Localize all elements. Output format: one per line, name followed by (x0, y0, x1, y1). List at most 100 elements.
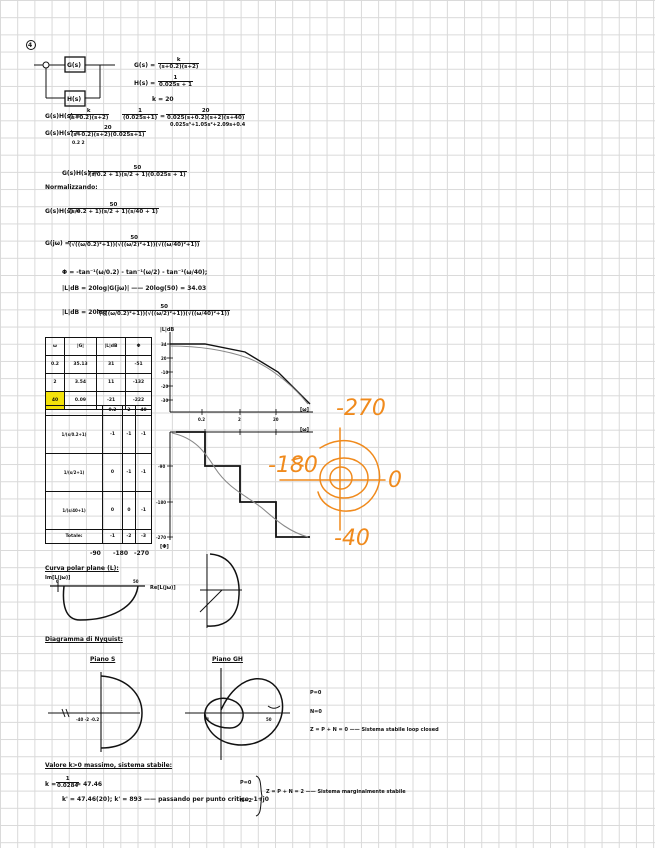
cell: 3.54 (63, 373, 98, 392)
block-diagram (34, 56, 115, 107)
slope-label-1: -90 (90, 550, 101, 557)
gh-frac-1: k(s+0.2)(s+2) (68, 108, 110, 121)
th-freq-2: 2 (121, 405, 137, 416)
ghn-lhs: G(s)H(s) = (45, 208, 81, 215)
block-g-label: G(s) (67, 62, 81, 69)
bode-phase-plot (167, 429, 313, 540)
cell: 1/(s/40+1) (44, 491, 104, 530)
gh2-lhs: G(s)H(s) = (45, 130, 81, 137)
ghn-den: (s/0.2 + 1)(s/2 + 1)(s/40 + 1) (69, 209, 158, 215)
polar-ylabel: Im[L(jω)] (45, 575, 71, 581)
ghn-num: 50 (68, 202, 159, 209)
g-def-den: (s+0.2)(s+2) (159, 64, 199, 70)
gh2-frac: 20(s+0.2)(s+2)(0.025s+1) (70, 125, 146, 138)
problem-number-circle (26, 40, 36, 50)
cell: -1 (121, 415, 137, 454)
phase-asymptote (176, 431, 310, 538)
nyquist-gh-plane (185, 668, 290, 760)
ghjw-lhs: G(jω) = (45, 240, 70, 247)
g-def-frac: k(s+0.2)(s+2) (158, 57, 200, 70)
slope-table-header: 0.2 2 40 (44, 405, 152, 416)
cell: 0.2 (45, 355, 65, 374)
cell: 1/(s/2+1) (44, 453, 104, 492)
notes-n: N=2 (240, 798, 252, 804)
phase-formula: Φ = -tan⁻¹(ω/0.2) - tan⁻¹(ω/2) - tan⁻¹(ω… (62, 269, 208, 276)
cell: -3 (135, 529, 152, 544)
magnitude-asymptote (170, 343, 311, 405)
cell: 31 (96, 355, 127, 374)
magdb2-lhs: |L|dB = 20log (62, 309, 108, 316)
gh-f1-num: k (68, 108, 110, 115)
nyquist-s-plane (48, 672, 143, 752)
ghjw-den: (√((ω/0.2)²+1))(√((ω/2)²+1))(√((ω/40)²+1… (69, 242, 200, 248)
phase-real-curve (171, 432, 309, 538)
total-label: Totale: (44, 529, 104, 544)
nyquist-n: N=0 (310, 709, 322, 715)
orange-note-bottom: -40 (334, 526, 370, 551)
th-phi: Φ (125, 337, 152, 356)
bode-magnitude-plot (167, 332, 313, 415)
cell: -51 (125, 355, 152, 374)
cell: 2 (45, 373, 65, 392)
gh3-den: (s/0.2 + 1)(s/2 + 1)(0.025s + 1) (89, 172, 186, 178)
block-h-label: H(s) (67, 96, 82, 103)
cell: 0 (102, 453, 123, 492)
cell: -2 (121, 529, 137, 544)
orange-note-right: 0 (388, 468, 402, 493)
th-freq-40: 40 (135, 405, 152, 416)
polar-plot (50, 553, 242, 628)
orange-note-top: -270 (336, 396, 386, 421)
cell: 35.13 (63, 355, 98, 374)
gh-f3-num: 20 (166, 108, 246, 115)
notes-p: P=0 (240, 780, 252, 786)
g-def-num: k (158, 57, 200, 64)
cell: -1 (135, 453, 152, 492)
table-row: 1/(s/40+1) 0 0 -1 (44, 491, 152, 530)
cell: -132 (125, 373, 152, 392)
x-tick: 0.2 (198, 417, 206, 422)
cell: -1 (121, 453, 137, 492)
th-empty (44, 405, 104, 416)
notes-k-line2: k' = 47.46(20); k' = 893 —— passando per… (62, 796, 269, 803)
notes-result2: Z = P + N = 2 —— Sistema marginalmente s… (266, 789, 406, 795)
nyquist-result: Z = P + N = 0 —— Sistema stabile loop cl… (310, 727, 439, 733)
x-tick: 20 (273, 417, 279, 422)
polar-title: Curva polar plane (L): (45, 565, 119, 572)
frequency-table-header: ω |G| |L|dB Φ (45, 337, 152, 356)
table-row: 2 3.54 11 -132 (45, 373, 152, 392)
notes-k-den: 0.0284 (57, 783, 79, 789)
gh-f2-num: 1 (122, 108, 159, 115)
cell: 0 (102, 491, 123, 530)
mag-tick: 34 (161, 342, 167, 347)
cell: 0 (121, 491, 137, 530)
cell: 11 (96, 373, 127, 392)
phase-xlabel: [ω] (300, 427, 309, 433)
cell: 1/(s/0.2+1) (44, 415, 104, 454)
k-def: k = 20 (152, 96, 174, 103)
problem-number: 4 (28, 42, 33, 49)
gh3-num: 50 (88, 165, 187, 172)
magdb2-frac: 50(√((ω/0.2)²+1))(√((ω/2)²+1))(√((ω/40)²… (98, 304, 231, 317)
ghn-frac: 50(s/0.2 + 1)(s/2 + 1)(s/40 + 1) (68, 202, 159, 215)
gh3-frac: 50(s/0.2 + 1)(s/2 + 1)(0.025s + 1) (88, 165, 187, 178)
table-row: 0.2 35.13 31 -51 (45, 355, 152, 374)
gh-equals: = (160, 113, 166, 120)
th-ldb: |L|dB (96, 337, 127, 356)
gh-f4-den: 0.025s³+1.05s²+2.09s+0.4 (170, 122, 246, 128)
table-row-total: Totale: -1 -2 -3 (44, 529, 152, 544)
nyquist-left-ticks: -40 -2 -0.2 (76, 717, 100, 722)
slope-label-3: -270 (134, 550, 150, 557)
gh2-den: (s+0.2)(s+2)(0.025s+1) (71, 132, 145, 138)
phase-tick: -270 (156, 535, 167, 540)
phase-tick: -90 (158, 464, 166, 469)
gh3-lhs: G(s)H(s) = (62, 170, 98, 177)
gh2-num: 20 (70, 125, 146, 132)
magnitude-real-curve (169, 345, 309, 405)
orange-note-left: -180 (268, 453, 318, 478)
cell: -1 (135, 415, 152, 454)
polar-origin: 0 (56, 579, 59, 584)
